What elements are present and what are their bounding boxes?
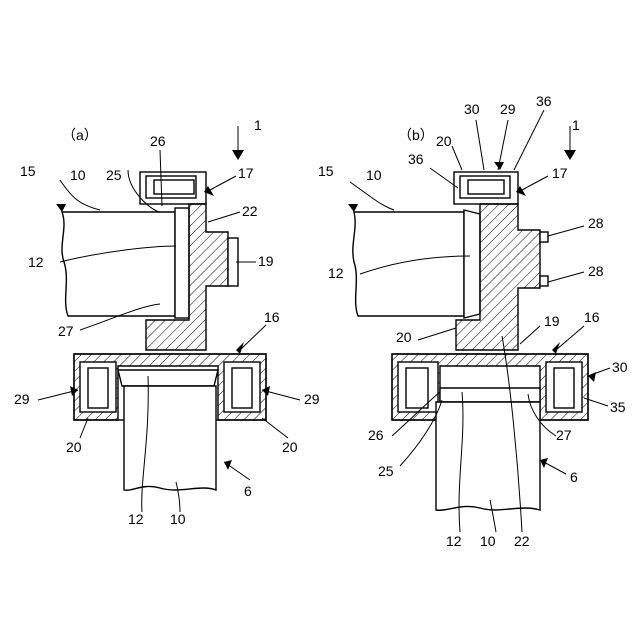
leader-16: [556, 326, 584, 350]
label-20-b: 20: [396, 329, 412, 345]
figure-b: （b）: [318, 93, 628, 549]
arrow-29-b: [494, 162, 504, 170]
label-10: 10: [366, 167, 382, 183]
label-30b: 30: [612, 359, 628, 375]
end-plate-left: [175, 208, 189, 318]
label-28-bottom: 28: [588, 263, 604, 279]
label-12-bottom: 12: [446, 533, 462, 549]
label-36-top: 36: [536, 93, 552, 109]
end-plate-bottom: [440, 388, 540, 402]
label-17: 17: [552, 165, 568, 181]
leader-20-left: [80, 418, 88, 438]
arrow-6-b: [540, 458, 548, 468]
label-26: 26: [150, 133, 166, 149]
label-26: 26: [368, 427, 384, 443]
figure-b-caption: （b）: [398, 127, 434, 143]
lug-28-bottom: [540, 276, 548, 286]
shaft-horizontal: [353, 212, 464, 316]
label-20: 20: [436, 133, 452, 149]
figure-a-caption: （a）: [62, 127, 98, 143]
label-15: 15: [20, 163, 36, 179]
label-35: 35: [610, 399, 626, 415]
label-6: 6: [244, 483, 252, 499]
label-27: 27: [58, 323, 74, 339]
left-box-29-inner: [406, 368, 428, 408]
end-plate-left: [464, 210, 480, 318]
label-6: 6: [570, 469, 578, 485]
left-box-29-inner: [88, 368, 108, 408]
label-29-left: 29: [14, 391, 30, 407]
leader-20-b: [418, 328, 456, 340]
label-22: 22: [242, 203, 258, 219]
label-36-left: 36: [408, 151, 424, 167]
label-12: 12: [28, 254, 44, 270]
leader-28-bottom: [548, 272, 584, 282]
leader-20: [452, 146, 462, 170]
arrow-1-b: [564, 150, 576, 160]
label-16: 16: [264, 309, 280, 325]
label-12-bottom: 12: [128, 511, 144, 527]
label-10: 10: [70, 167, 86, 183]
label-29-right: 29: [304, 391, 320, 407]
leader-36-top: [514, 110, 544, 170]
leader-22: [208, 212, 240, 222]
label-25: 25: [106, 167, 122, 183]
label-20-left: 20: [66, 439, 82, 455]
arrow-15-b: [348, 204, 358, 212]
leader-16: [240, 325, 266, 350]
right-box-29-inner: [232, 368, 252, 408]
arrow-6-a: [224, 460, 232, 470]
label-19: 19: [258, 253, 274, 269]
label-22: 22: [514, 533, 530, 549]
arrow-15-a: [56, 204, 66, 212]
label-10-bottom: 10: [480, 533, 496, 549]
label-1: 1: [572, 117, 580, 133]
label-20-right: 20: [282, 439, 298, 455]
label-29: 29: [500, 101, 516, 117]
leader-20-right: [262, 418, 288, 438]
end-plate-bottom: [118, 370, 218, 386]
label-15: 15: [318, 163, 334, 179]
cap-top-ring: [154, 180, 194, 194]
label-27: 27: [556, 427, 572, 443]
shaft-vertical: [436, 402, 540, 510]
leader-17: [522, 176, 548, 190]
lug-28-top: [540, 232, 548, 242]
shaft-horizontal: [62, 212, 175, 316]
leader-19: [520, 326, 540, 344]
figure-a: （a）: [14, 117, 320, 527]
label-19: 19: [544, 313, 560, 329]
leader-28-top: [548, 226, 584, 236]
leader-15: [60, 180, 100, 210]
right-box-35-inner: [554, 368, 574, 408]
label-16: 16: [584, 309, 600, 325]
label-1: 1: [254, 117, 262, 133]
arrow-1-a: [232, 150, 244, 160]
label-28-top: 28: [588, 215, 604, 231]
cap-top-ring: [468, 180, 504, 194]
label-12: 12: [328, 265, 344, 281]
label-30: 30: [464, 101, 480, 117]
shaft-vertical: [124, 386, 216, 490]
arrow-30b: [588, 372, 596, 382]
leader-17: [210, 176, 236, 190]
label-10-bottom: 10: [170, 511, 186, 527]
leader-30: [476, 120, 484, 170]
label-25: 25: [378, 463, 394, 479]
label-17: 17: [238, 165, 254, 181]
